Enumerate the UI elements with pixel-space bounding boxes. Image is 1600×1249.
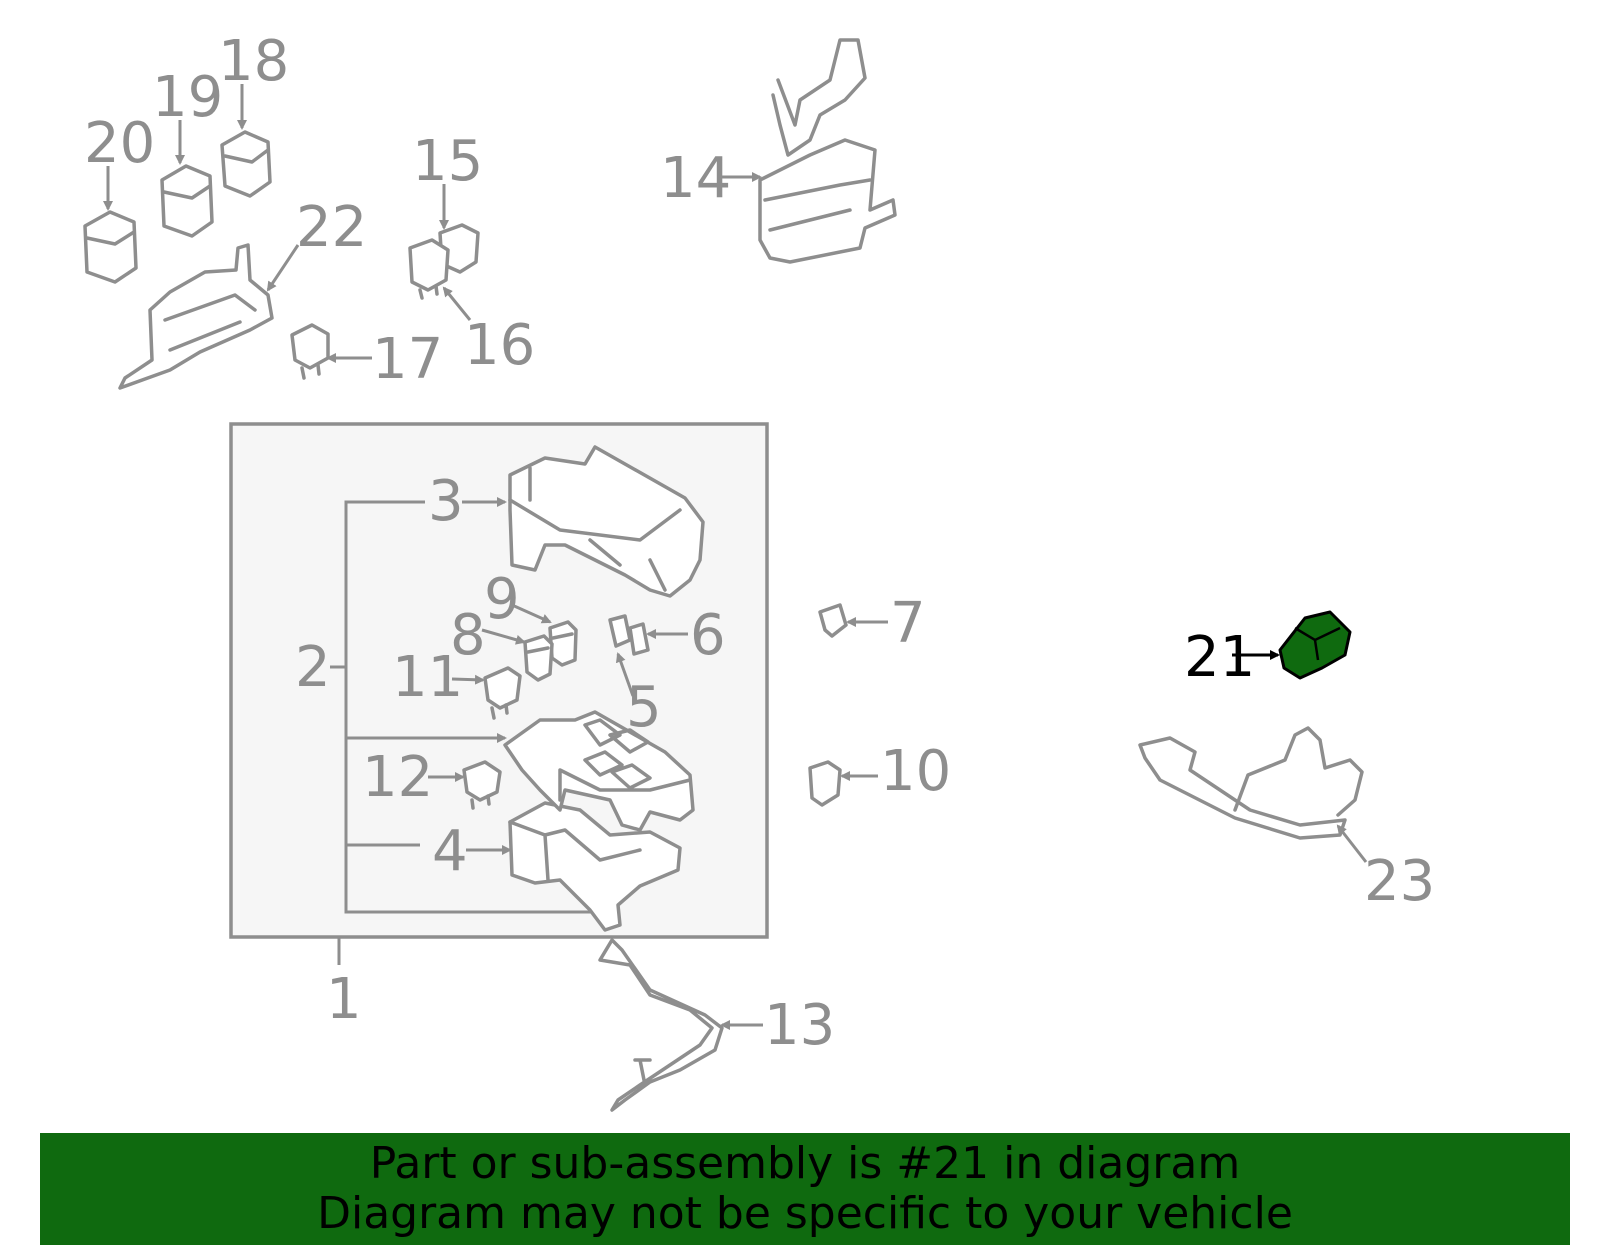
callout-3: 3 <box>428 469 464 534</box>
callout-9: 9 <box>484 567 520 632</box>
callout-13: 13 <box>764 993 835 1058</box>
banner-line-2: Diagram may not be specific to your vehi… <box>317 1188 1293 1239</box>
callout-10: 10 <box>880 739 951 804</box>
part-19-relay[interactable] <box>160 164 214 238</box>
part-14-bracket[interactable] <box>758 38 897 264</box>
callout-15: 15 <box>412 129 483 194</box>
callout-16: 16 <box>464 313 535 378</box>
part-4-lower-box[interactable] <box>508 801 682 932</box>
callout-5: 5 <box>626 675 662 740</box>
callout-2: 2 <box>295 635 331 700</box>
part-17-relay[interactable] <box>290 323 330 380</box>
part-3-fuse-box-cover[interactable] <box>508 445 705 598</box>
callout-20: 20 <box>84 111 155 176</box>
part-20-relay[interactable] <box>83 210 138 284</box>
part-22-bracket[interactable] <box>118 243 274 390</box>
callout-23: 23 <box>1364 849 1435 914</box>
callout-17: 17 <box>372 327 443 392</box>
part-18-relay[interactable] <box>220 130 272 198</box>
callout-22: 22 <box>296 195 367 260</box>
callout-12: 12 <box>362 745 433 810</box>
part-16-relay[interactable] <box>408 238 450 300</box>
callout-19: 19 <box>152 65 223 130</box>
part-12-relay[interactable] <box>462 760 502 810</box>
callout-7: 7 <box>890 591 926 656</box>
callout-1: 1 <box>326 967 362 1032</box>
part-9-fuse[interactable] <box>548 620 578 667</box>
callout-4: 4 <box>432 819 468 884</box>
info-banner: Part or sub-assembly is #21 in diagram D… <box>40 1133 1570 1245</box>
callout-18: 18 <box>218 29 289 94</box>
part-6-mini-fuse[interactable] <box>628 622 650 656</box>
part-23-bracket[interactable] <box>1138 726 1364 840</box>
callout-11: 11 <box>392 645 463 710</box>
part-11-relay[interactable] <box>483 666 522 720</box>
callout-6: 6 <box>690 603 726 668</box>
callout-8: 8 <box>450 603 486 668</box>
part-10-connector[interactable] <box>808 760 842 807</box>
callout-21: 21 <box>1184 625 1255 690</box>
part-7-fuse[interactable] <box>818 603 848 638</box>
part-5-mini-fuse[interactable] <box>608 614 632 648</box>
banner-line-1: Part or sub-assembly is #21 in diagram <box>369 1138 1241 1189</box>
part-8-fuse[interactable] <box>523 634 554 682</box>
callout-14: 14 <box>660 146 731 211</box>
part-21-highlighted[interactable] <box>1278 610 1352 680</box>
part-13-bracket[interactable] <box>598 938 724 1112</box>
part-2-fuse-block[interactable] <box>503 710 695 832</box>
